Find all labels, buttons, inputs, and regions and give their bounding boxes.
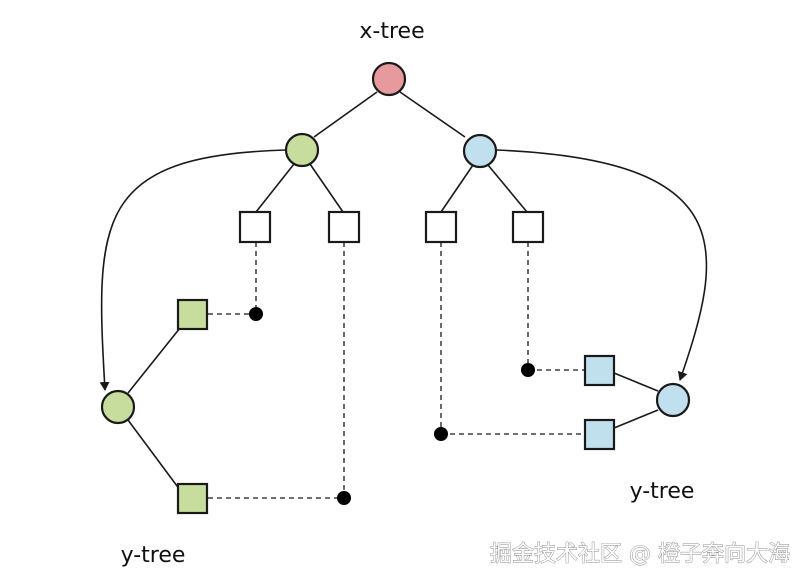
left-association-arrow xyxy=(99,149,288,391)
x-tree-leaf-2 xyxy=(327,210,361,244)
connector-dot-3 xyxy=(434,427,448,441)
x-tree-label: x-tree xyxy=(359,19,424,44)
dashed-connectors xyxy=(208,242,585,499)
x-tree-edges xyxy=(255,91,528,213)
connector-dot-4 xyxy=(521,363,535,377)
x-tree-right-child-node xyxy=(462,133,498,169)
right-y-tree-label: y-tree xyxy=(630,479,695,504)
left-y-tree-label: y-tree xyxy=(121,543,186,568)
connector-dot-2 xyxy=(337,491,351,505)
watermark-text: 掘金技术社区 @ 橙子奔向大海 xyxy=(490,542,790,567)
right-y-tree-edges xyxy=(613,372,659,429)
left-y-tree-edges xyxy=(127,327,181,491)
right-y-tree-leaf-top xyxy=(583,354,616,387)
left-y-tree-root-node xyxy=(100,389,136,425)
right-y-tree-root-node xyxy=(655,382,691,418)
x-tree-leaf-3 xyxy=(424,210,458,244)
connector-dot-1 xyxy=(249,307,263,321)
x-tree-leaf-1 xyxy=(238,210,272,244)
left-y-tree-leaf-top xyxy=(176,298,209,331)
x-tree-root-node xyxy=(371,61,407,97)
right-y-tree-leaf-bottom xyxy=(583,418,616,451)
right-association-arrow xyxy=(495,149,708,381)
x-tree-left-child-node xyxy=(284,132,320,168)
x-tree-leaf-4 xyxy=(511,210,545,244)
left-y-tree-leaf-bottom xyxy=(176,482,209,515)
